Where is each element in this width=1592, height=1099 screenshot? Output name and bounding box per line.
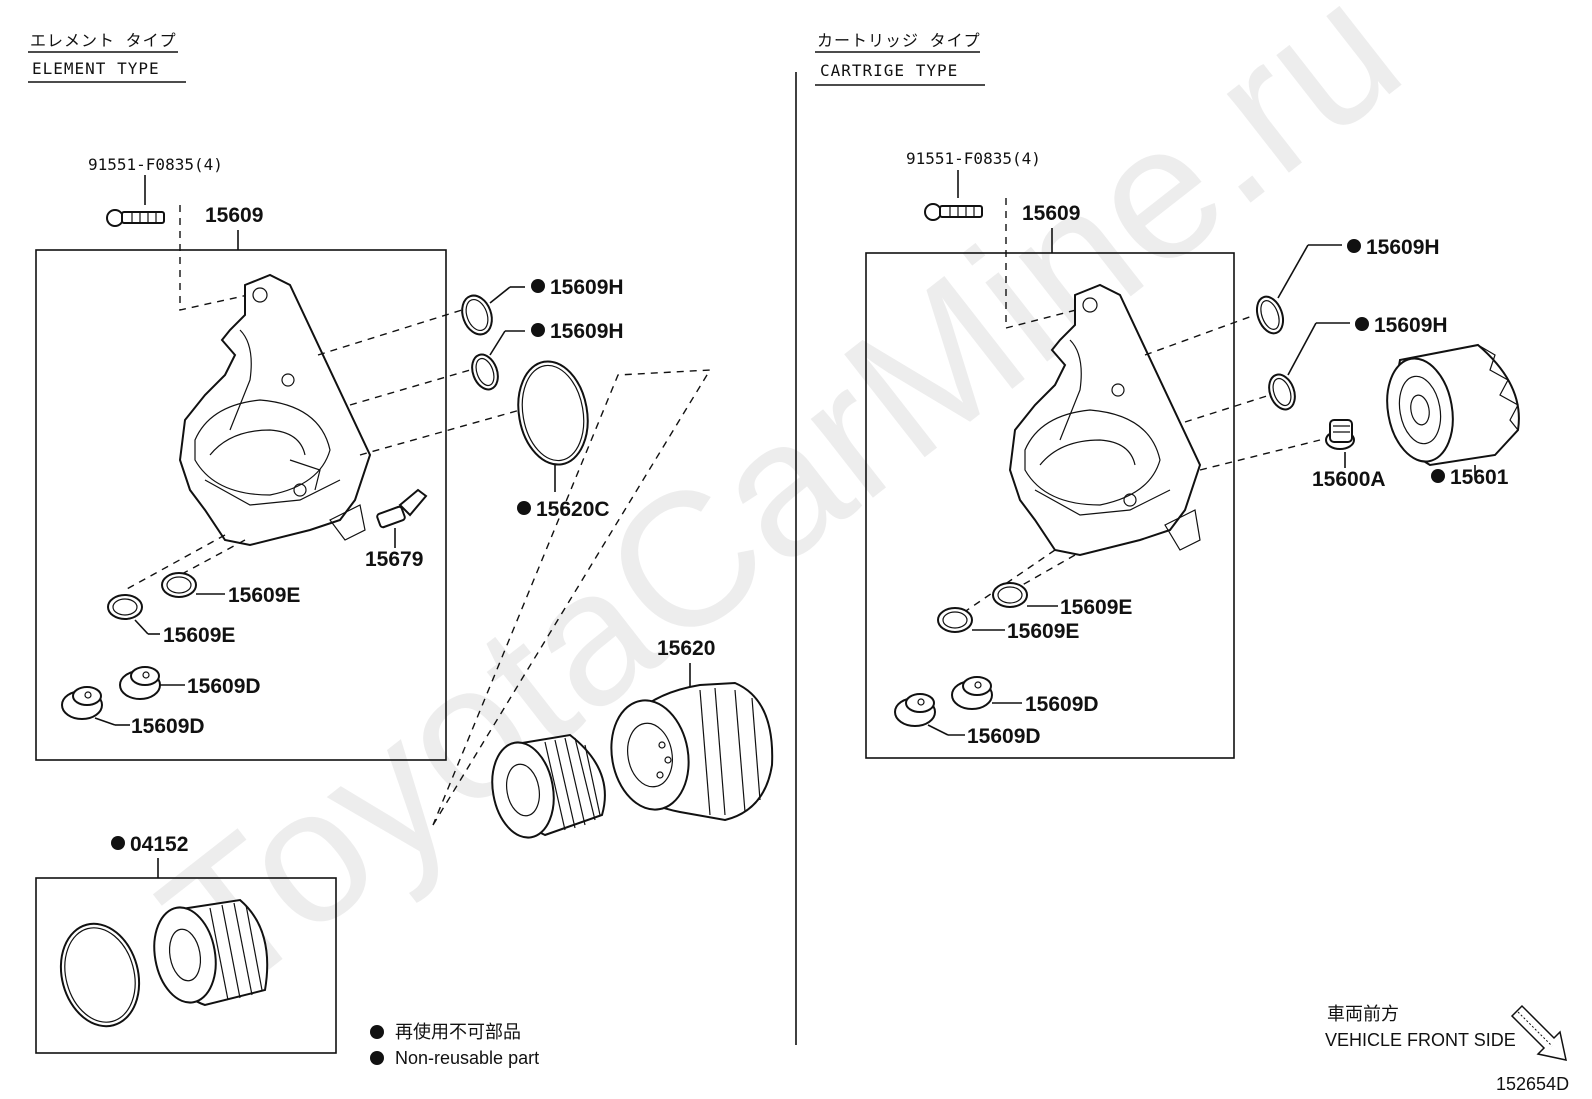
o-ring-part [1268, 373, 1296, 411]
dash-line [124, 534, 226, 591]
oil-filter-cartridge-label: 15601 [1450, 466, 1509, 489]
gasket-inner [166, 576, 192, 594]
element-kit-label: 04152 [130, 833, 188, 856]
o-ring-label-2: 15609H [550, 320, 624, 343]
drain-valve-part [376, 488, 428, 529]
union-bolt-label: 15600A [1312, 468, 1386, 491]
cap-label: 15620 [657, 637, 715, 660]
o-ring-label-1: 15609H [1366, 236, 1440, 259]
oil-filter-housing-part [178, 273, 372, 547]
filter-element-part [491, 733, 606, 839]
drain-plug-part [119, 666, 161, 700]
o-ring-inner [1260, 300, 1280, 330]
element-type-section: エレメント タイプ ELEMENT TYPE 91551-F0835(4) 15… [28, 31, 774, 1068]
drain-plug-part [61, 686, 103, 720]
figure-id: 152654D [1496, 1074, 1569, 1094]
dash-line [179, 539, 246, 576]
leader-line [489, 330, 506, 356]
housing-label: 15609 [205, 204, 263, 227]
non-reusable-mark [531, 279, 545, 293]
o-ring-part [1255, 295, 1285, 335]
cap-o-ring-inner [521, 364, 585, 462]
vehicle-front-en: VEHICLE FRONT SIDE [1325, 1030, 1516, 1050]
drain-plug-label-2: 15609D [967, 725, 1041, 748]
o-ring-label-2: 15609H [1374, 314, 1448, 337]
cartridge-type-title-jp: カートリッジ タイプ [817, 31, 981, 50]
drain-valve-label: 15679 [365, 548, 423, 571]
leader-line [1287, 322, 1317, 376]
legend-mark [370, 1025, 384, 1039]
dash-line [1144, 314, 1256, 356]
housing-label: 15609 [1022, 202, 1080, 225]
drain-plug-part [951, 676, 993, 710]
gasket-label-1: 15609E [228, 584, 300, 607]
element-type-title-en: ELEMENT TYPE [32, 59, 160, 78]
filter-cap-part [610, 681, 774, 822]
drain-plug-part [894, 693, 936, 727]
legend-mark [370, 1051, 384, 1065]
front-direction-arrow-icon [1510, 1004, 1567, 1061]
gasket-label-1: 15609E [1060, 596, 1132, 619]
bolt-label: 91551-F0835(4) [906, 149, 1041, 168]
element-kit-o-ring-part [59, 922, 141, 1028]
o-ring-label-1: 15609H [550, 276, 624, 299]
leader-line [489, 286, 511, 304]
gasket-inner [112, 598, 138, 616]
o-ring-part [471, 353, 499, 391]
leader-line [94, 717, 116, 726]
dash-line [349, 369, 471, 406]
union-bolt-part [1325, 419, 1355, 450]
housing-assembly-box [865, 252, 1235, 759]
legend-en: Non-reusable part [395, 1048, 539, 1068]
o-ring-inner [475, 357, 495, 387]
dash-outline [432, 369, 712, 826]
cap-o-ring-part [517, 360, 589, 466]
dash-line [359, 409, 521, 456]
housing-assembly-box [35, 249, 447, 761]
gasket-label-2: 15609E [163, 624, 235, 647]
element-kit-box [35, 877, 337, 1054]
o-ring-inner [465, 298, 489, 332]
dash-line [179, 205, 249, 311]
leader-line [134, 619, 149, 635]
gasket-label-2: 15609E [1007, 620, 1079, 643]
cap-o-ring-label: 15620C [536, 498, 610, 521]
bolt-label: 91551-F0835(4) [88, 155, 223, 174]
non-reusable-mark [517, 501, 531, 515]
legend-jp: 再使用不可部品 [395, 1022, 521, 1042]
o-ring-inner [1272, 377, 1292, 407]
leader-line [927, 724, 949, 736]
vehicle-front-jp: 車両前方 [1327, 1004, 1399, 1024]
cartridge-type-section: カートリッジ タイプ CARTRIGE TYPE 91551-F0835(4) … [815, 31, 1569, 1094]
non-reusable-mark [531, 323, 545, 337]
drain-plug-label-1: 15609D [1025, 693, 1099, 716]
gasket-inner [997, 586, 1023, 604]
non-reusable-mark [111, 836, 125, 850]
element-kit-filter-part [153, 898, 269, 1007]
dash-line [1199, 439, 1321, 471]
leader-line [1277, 244, 1309, 299]
non-reusable-mark [1347, 239, 1361, 253]
bolt-part [106, 209, 165, 227]
non-reusable-mark [1431, 469, 1445, 483]
bolt-part [924, 203, 983, 221]
cartridge-type-title-en: CARTRIGE TYPE [820, 61, 958, 80]
o-ring-part [461, 294, 493, 336]
non-reusable-mark [1355, 317, 1369, 331]
drain-plug-label-2: 15609D [131, 715, 205, 738]
element-type-title-jp: エレメント タイプ [30, 31, 177, 50]
dash-line [1005, 198, 1077, 329]
dash-line [1184, 394, 1271, 423]
dash-line [317, 309, 463, 356]
oil-filter-cartridge-part [1386, 343, 1520, 467]
gasket-inner [942, 611, 968, 629]
drain-plug-label-1: 15609D [187, 675, 261, 698]
oil-filter-housing-part [1008, 283, 1202, 557]
